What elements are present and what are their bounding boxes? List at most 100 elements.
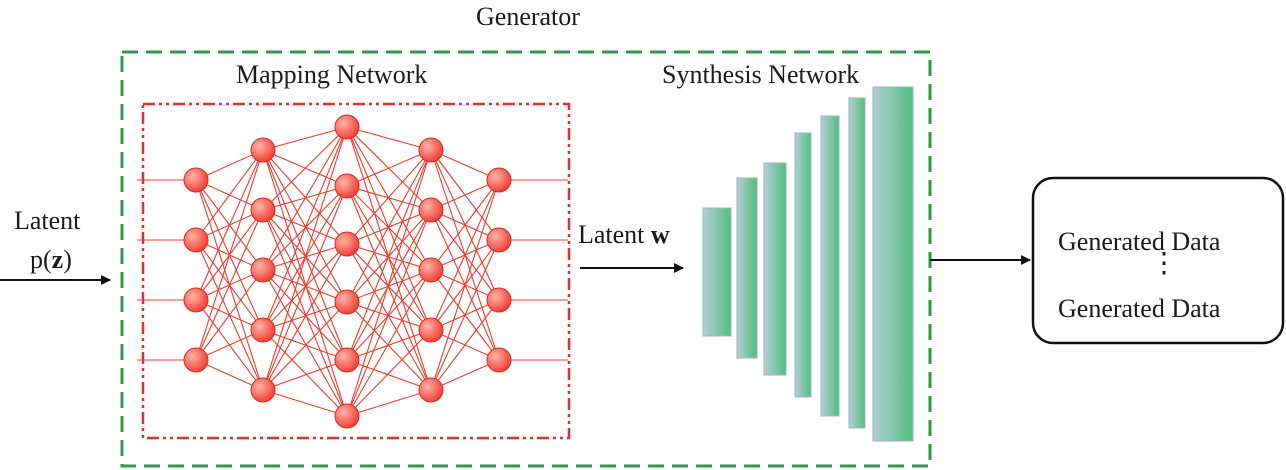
network-edge xyxy=(262,149,348,417)
network-node xyxy=(418,257,444,283)
network-node xyxy=(486,167,512,193)
generated-data-label-1: Generated Data xyxy=(1058,227,1221,256)
network-edge xyxy=(346,149,432,361)
synthesis-block xyxy=(736,177,758,359)
input-pz-label: p(z) xyxy=(30,247,72,273)
ellipsis-vertical: ⋮ xyxy=(1150,248,1178,279)
network-edge xyxy=(262,269,348,303)
network-node xyxy=(250,197,276,223)
network-edge xyxy=(262,149,348,303)
network-edge xyxy=(346,209,432,417)
pz-prefix: p( xyxy=(30,245,52,274)
pz-variable: z xyxy=(51,245,64,274)
network-node xyxy=(183,167,209,193)
network-edge xyxy=(346,149,432,303)
network-edge xyxy=(346,243,432,331)
network-edge xyxy=(346,329,432,361)
synthesis-block xyxy=(794,132,812,398)
network-edge xyxy=(262,209,348,361)
generated-data-label-2: Generated Data xyxy=(1058,294,1221,323)
network-edge xyxy=(195,149,264,301)
network-node xyxy=(334,114,360,140)
network-edge xyxy=(262,126,348,211)
network-edge xyxy=(430,179,500,271)
network-edge xyxy=(346,243,432,391)
latent-w-prefix: Latent xyxy=(578,220,651,249)
network-edge xyxy=(346,185,432,331)
network-edge xyxy=(262,126,348,151)
network-edge xyxy=(262,126,348,271)
network-edge xyxy=(430,299,500,391)
network-edge xyxy=(262,269,348,361)
network-node xyxy=(334,289,360,315)
network-node xyxy=(250,377,276,403)
network-edge xyxy=(346,126,432,151)
network-edge xyxy=(346,149,432,417)
generator-title: Generator xyxy=(476,2,580,31)
mapping-network-boundary xyxy=(141,102,571,440)
network-node xyxy=(334,231,360,257)
network-edge xyxy=(195,269,264,361)
network-node xyxy=(183,347,209,373)
synthesis-block xyxy=(702,207,732,337)
network-edge xyxy=(195,209,264,361)
network-edge xyxy=(262,389,348,417)
network-node xyxy=(250,137,276,163)
network-edge xyxy=(346,301,432,331)
network-node xyxy=(486,347,512,373)
network-edge xyxy=(346,329,432,417)
network-edge xyxy=(262,209,348,303)
network-node xyxy=(183,227,209,253)
network-edges xyxy=(195,126,500,417)
network-edge xyxy=(262,209,348,417)
network-edge xyxy=(346,269,432,361)
synthesis-blocks xyxy=(702,86,914,442)
network-node xyxy=(334,173,360,199)
network-node xyxy=(486,227,512,253)
network-edge xyxy=(346,149,432,187)
network-edge xyxy=(346,243,432,271)
network-edge xyxy=(346,301,432,391)
synthesis-block xyxy=(872,86,914,442)
network-edge xyxy=(430,179,500,391)
network-edge xyxy=(346,269,432,417)
network-edge xyxy=(262,209,348,245)
network-node xyxy=(418,197,444,223)
network-nodes xyxy=(183,114,512,429)
latent-w-label: Latent w xyxy=(578,222,670,248)
network-edge xyxy=(262,329,348,361)
synthesis-block xyxy=(763,162,787,376)
network-edge xyxy=(195,149,264,361)
network-node xyxy=(250,317,276,343)
network-edge xyxy=(195,149,264,241)
pz-suffix: ) xyxy=(63,245,72,274)
network-edge xyxy=(346,185,432,211)
network-node xyxy=(418,377,444,403)
network-node xyxy=(334,347,360,373)
network-edge xyxy=(262,149,348,245)
synthesis-block xyxy=(848,97,866,429)
network-edge xyxy=(262,243,348,391)
network-edge xyxy=(346,389,432,417)
mapping-network-label: Mapping Network xyxy=(236,60,428,89)
network-node xyxy=(183,287,209,313)
network-edge xyxy=(262,269,348,417)
network-edge xyxy=(346,149,432,245)
network-node xyxy=(334,403,360,429)
network-edge xyxy=(346,209,432,361)
network-edge xyxy=(346,359,432,391)
network-edge xyxy=(346,185,432,391)
network-node xyxy=(486,287,512,313)
network-node xyxy=(418,317,444,343)
network-input-output-lines xyxy=(137,179,568,361)
network-node xyxy=(418,137,444,163)
network-edge xyxy=(262,329,348,417)
network-edge xyxy=(262,149,348,361)
latent-w-variable: w xyxy=(650,220,670,249)
network-edge xyxy=(262,185,348,391)
input-latent-label: Latent xyxy=(14,206,81,235)
network-edge xyxy=(262,359,348,391)
network-node xyxy=(250,257,276,283)
network-edge xyxy=(262,126,348,391)
